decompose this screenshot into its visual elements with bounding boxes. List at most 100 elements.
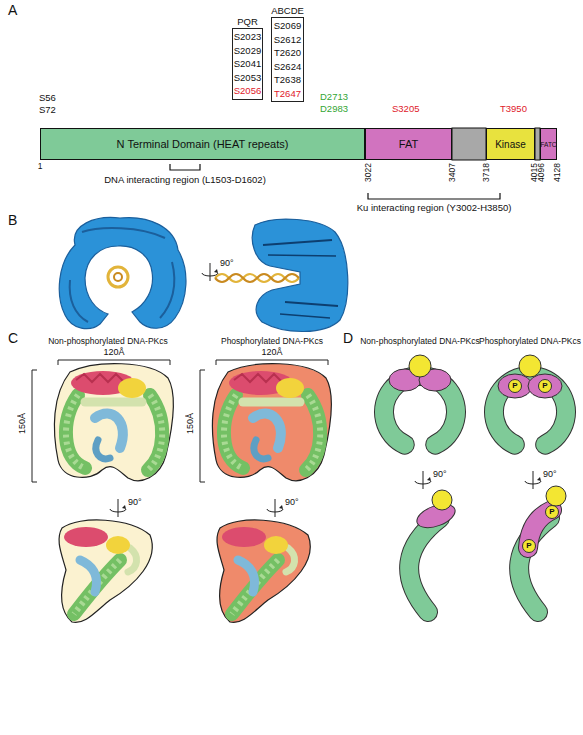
dimension-bar [200, 482, 205, 483]
site-label: S2624 [272, 60, 303, 74]
envelope-group [212, 364, 331, 623]
dna-helix [215, 274, 299, 282]
site-label: S72 [39, 104, 56, 115]
panel-title: Phosphorylated DNA-PKcs [221, 336, 323, 346]
domain-segment: Kinase [486, 128, 535, 160]
site-label: T2647 [272, 87, 303, 101]
heat-crescent [409, 518, 440, 612]
site-label: S2023 [233, 30, 262, 44]
phospho-mark: P [549, 508, 554, 516]
site-label: S2069 [272, 19, 303, 33]
phospho-site: P [545, 505, 559, 519]
density-shading [70, 280, 88, 322]
rotation-label: 90° [285, 497, 299, 507]
panel-title: Non-phosphorylated DNA-PKcs [48, 336, 168, 346]
dna-end [114, 273, 122, 281]
site-label: S3205 [392, 103, 419, 114]
site-label: S2612 [272, 33, 303, 47]
dimension-bar [32, 370, 33, 482]
residue-number: 3407 [447, 163, 457, 182]
dimension-bar [200, 370, 205, 371]
dna-end [108, 267, 128, 287]
residue-number: 4128 [552, 163, 562, 182]
phospho-mark: P [542, 382, 547, 390]
region-bracket [368, 193, 500, 199]
region-label: DNA interacting region (L1503-D1602) [104, 174, 266, 185]
site-cluster-box: PQRS2023S2029S2041S2053S2056 [232, 28, 263, 100]
residue-number: 4096 [536, 163, 546, 182]
residue-number: 3718 [481, 163, 491, 182]
dimension-bar [32, 370, 37, 371]
phospho-site: P [522, 539, 536, 553]
density-shading [160, 262, 174, 318]
site-label: T2638 [272, 73, 303, 87]
structure-cartoon [222, 527, 295, 614]
site-label: D2983 [320, 103, 348, 114]
site-label: T3950 [500, 103, 527, 114]
cluster-heading: PQR [237, 15, 258, 29]
site-label: S2053 [233, 71, 262, 85]
rotation-icon [415, 471, 431, 489]
dimension-label: 120Å [261, 347, 282, 357]
domain-segment: FATC [540, 128, 557, 160]
fat-lobe [498, 374, 532, 398]
phospho-mark: P [526, 542, 531, 550]
dimension-label: 120Å [103, 347, 124, 357]
panel-title: Non-phosphorylated DNA-PKcs [360, 336, 480, 346]
dimension-bar [32, 482, 37, 483]
domain-name: FATC [540, 141, 556, 148]
kinase-domain [432, 490, 452, 510]
density-slit [285, 302, 338, 306]
density-slit [263, 240, 332, 245]
domain-name: Kinase [495, 139, 526, 150]
kinase-domain [409, 355, 431, 377]
residue-number: 1 [38, 161, 43, 171]
dimension-bar [58, 360, 170, 361]
site-label: S2056 [233, 84, 262, 98]
site-cluster-box: ABCDES2069S2612T2620S2624T2638T2647 [271, 17, 304, 102]
structure-cartoon [224, 371, 320, 470]
dimension-label: 150Å [185, 413, 195, 434]
domain-segment: N Terminal Domain (HEAT repeats) [40, 128, 365, 160]
panel-title: Phosphorylated DNA-PKcs [479, 336, 581, 346]
rotation-label: 90° [433, 469, 447, 479]
phospho-mark: P [512, 382, 517, 390]
phospho-site: P [538, 379, 552, 393]
panel-letter: C [8, 330, 18, 346]
cluster-heading: ABCDE [271, 4, 304, 18]
panel-letter: B [8, 212, 17, 228]
density-shading [82, 228, 165, 238]
region-label: Ku interacting region (Y3002-H3850) [357, 202, 512, 213]
envelope-outline [212, 364, 331, 481]
site-label: S2041 [233, 57, 262, 71]
domain-segment: FAT [365, 128, 452, 160]
rotation-icon [267, 499, 283, 517]
domain-name: N Terminal Domain (HEAT repeats) [117, 138, 289, 150]
linker-segment [452, 128, 486, 160]
site-label: S2029 [233, 44, 262, 58]
fat-lobe [528, 374, 562, 398]
envelope-outline [217, 520, 310, 622]
phospho-site: P [508, 379, 522, 393]
kinase-domain [519, 355, 541, 377]
dimension-bar [58, 360, 59, 365]
dimension-label: 150Å [17, 413, 27, 434]
domain-name: FAT [399, 138, 418, 150]
em-density [59, 217, 186, 328]
site-label: T2620 [272, 46, 303, 60]
heat-crescent [409, 518, 440, 612]
envelope-outline [54, 364, 173, 481]
panel-letter: A [8, 2, 17, 18]
rotation-label: 90° [128, 497, 142, 507]
site-label: D2713 [320, 91, 348, 102]
rotation-icon [525, 471, 541, 489]
dimension-bar [200, 370, 201, 482]
kinase-domain [546, 486, 566, 506]
panel-letter: D [343, 330, 353, 346]
site-label: S56 [39, 92, 56, 103]
rotation-label: 90° [543, 469, 557, 479]
region-bracket [170, 164, 200, 170]
rotation-label: 90° [220, 258, 234, 268]
dimension-bar [170, 360, 171, 365]
